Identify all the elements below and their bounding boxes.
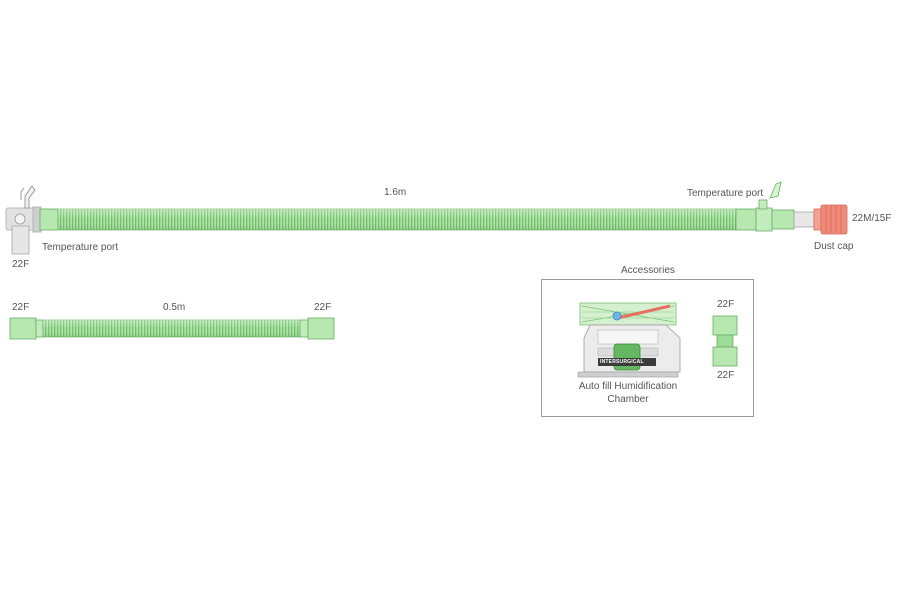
left-end-label: 22F — [12, 259, 30, 270]
left-cuff — [39, 208, 59, 231]
accessories-title: Accessories — [621, 265, 675, 276]
main-circuit — [5, 181, 848, 255]
left-elbow-connector — [5, 206, 42, 255]
straight-connector — [712, 315, 738, 367]
chamber-brand-text: INTERSURGICAL — [600, 359, 644, 365]
accessories-box — [541, 279, 754, 417]
right-end-label: 22M/15F — [852, 213, 892, 224]
right-temperature-port-label: Temperature port — [687, 188, 764, 199]
short-circuit — [9, 317, 335, 340]
humidification-chamber — [577, 302, 681, 378]
right-cuff — [735, 208, 757, 231]
connector-bottom-label: 22F — [717, 370, 735, 381]
main-length-label: 1.6m — [384, 187, 407, 198]
short-left-cuff — [9, 317, 37, 340]
connector-top-label: 22F — [717, 299, 735, 310]
dust-cap-label: Dust cap — [814, 241, 854, 252]
chamber-label-line2: Chamber — [607, 394, 649, 405]
chamber-label-line1: Auto fill Humidification — [578, 381, 678, 392]
short-right-cuff — [307, 317, 335, 340]
left-temperature-port — [20, 185, 36, 209]
left-temperature-port-label: Temperature port — [42, 242, 119, 253]
dust-cap — [813, 204, 848, 235]
right-temperature-port — [758, 181, 782, 210]
short-left-end-label: 22F — [12, 302, 30, 313]
right-male-connector — [793, 211, 815, 228]
short-right-end-label: 22F — [314, 302, 332, 313]
short-length-label: 0.5m — [163, 302, 186, 313]
